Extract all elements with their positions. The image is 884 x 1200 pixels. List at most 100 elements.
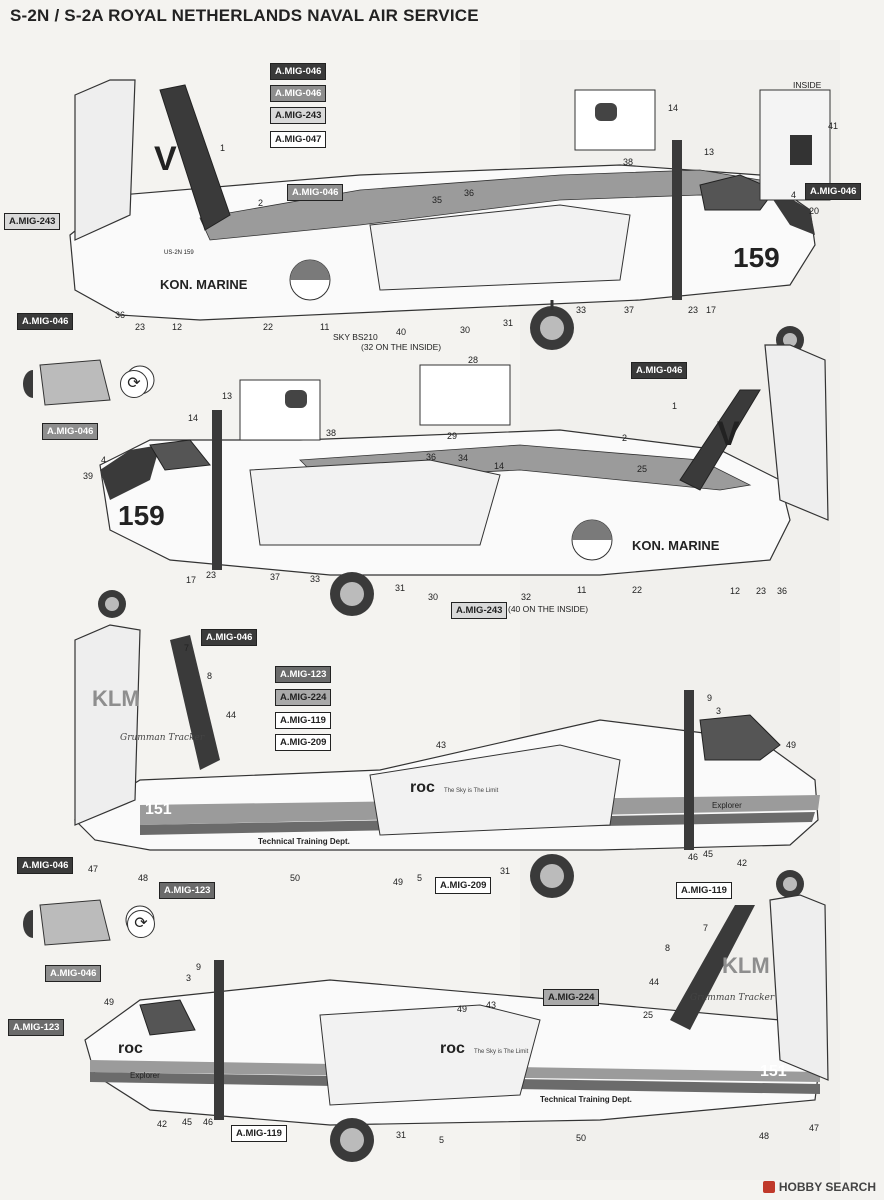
callout: 11: [577, 585, 587, 595]
hobby-search-logo-icon: [762, 1181, 775, 1193]
profile3-roc: roc: [410, 779, 435, 796]
callout: 9: [707, 693, 713, 703]
callout: 11: [320, 322, 330, 332]
callout: 13: [222, 391, 233, 401]
callout: 36: [115, 310, 126, 320]
callout: 22: [632, 585, 643, 595]
profile2-tail-letter: V: [717, 415, 740, 453]
profile4-label-d: A.MIG-123: [8, 1019, 65, 1036]
profile4-label-e: A.MIG-224: [543, 989, 600, 1006]
profile-1: [69, 79, 831, 354]
profile2-label-b: A.MIG-046: [42, 423, 99, 440]
callout: 50: [290, 873, 301, 883]
callout: 29: [447, 431, 458, 441]
profile-3: [74, 624, 820, 898]
callout: 49: [104, 997, 115, 1007]
callout: 47: [88, 864, 99, 874]
profile4-label-b: A.MIG-046: [45, 965, 102, 982]
callout: 14: [188, 413, 199, 423]
profile2-note: (40 ON THE INSIDE): [508, 604, 589, 614]
callout: 40: [396, 327, 407, 337]
callout: 30: [460, 325, 471, 335]
callout: 49: [393, 877, 404, 887]
profile2-fuselage-text: KON. MARINE: [632, 538, 720, 553]
profile1-nose-number: 159: [733, 242, 780, 273]
profile-2: [23, 344, 829, 935]
callout: 36: [426, 452, 437, 462]
callout: 33: [310, 574, 321, 584]
profile4-motto: The Sky is The Limit: [474, 1049, 529, 1055]
callout: 7: [703, 923, 709, 933]
callout: 35: [432, 195, 443, 205]
callout: 5: [439, 1135, 445, 1145]
callout: 14: [668, 103, 679, 113]
rotate-icon-2: ⟳: [127, 910, 155, 938]
callout: 46: [688, 852, 699, 862]
callout: 43: [436, 740, 447, 750]
callout: 37: [270, 572, 281, 582]
callout: 20: [809, 206, 820, 216]
profile4-tail-text: KLM: [722, 953, 770, 978]
callout: 14: [494, 461, 505, 471]
callout: 5: [417, 873, 423, 883]
profile2-label-a: A.MIG-046: [17, 313, 74, 330]
callout: 42: [737, 858, 748, 868]
callout: 31: [395, 583, 406, 593]
profile4-label-f: A.MIG-119: [231, 1125, 287, 1142]
profile1-label-tail: A.MIG-243: [4, 213, 61, 230]
callout: 36: [464, 188, 475, 198]
rotate-icon: ⟳: [120, 370, 148, 398]
legend-mid-3: A.MIG-119: [275, 712, 331, 729]
profile3-label-under: A.MIG-123: [159, 882, 216, 899]
profile3-label-wheel: A.MIG-209: [435, 877, 492, 894]
callout: 23: [206, 570, 217, 580]
callout: 33: [576, 305, 587, 315]
profile4-label-c: A.MIG-119: [676, 882, 732, 899]
legend-mid-2: A.MIG-224: [275, 689, 332, 706]
profile3-script: Grumman Tracker: [120, 733, 205, 743]
legend-mid-4: A.MIG-209: [275, 734, 332, 751]
callout: 7: [184, 643, 190, 653]
callout: 49: [457, 1004, 468, 1014]
profile2-nose-number: 159: [118, 500, 165, 531]
profile4-roc: roc: [118, 1040, 143, 1057]
callout: 31: [503, 318, 514, 328]
callout: 38: [623, 157, 634, 167]
profile4-training: Technical Training Dept.: [540, 1095, 632, 1104]
profile1-inside: INSIDE: [793, 80, 822, 90]
profile3-explorer: Explorer: [712, 801, 742, 810]
profile3-training: Technical Training Dept.: [258, 837, 350, 846]
callout: 50: [576, 1133, 587, 1143]
legend-top-2: A.MIG-046: [270, 85, 327, 102]
profile-4: [23, 894, 829, 1162]
callout: 17: [186, 575, 197, 585]
callout: 43: [486, 1000, 497, 1010]
profile4-explorer: Explorer: [130, 1071, 160, 1080]
callout: 45: [703, 849, 714, 859]
profile4-roc-2: roc: [440, 1040, 465, 1057]
profile4-script: Grumman Tracker: [690, 993, 775, 1003]
callout: 47: [809, 1123, 820, 1133]
callout: 39: [83, 471, 94, 481]
profile1-sky: SKY BS210: [333, 332, 378, 342]
profile2-label-c: A.MIG-046: [631, 362, 688, 379]
callout: 42: [157, 1119, 168, 1129]
callout: 4: [791, 190, 797, 200]
profile3-number: 151: [145, 801, 172, 818]
callout: 32: [521, 592, 532, 602]
callout: 3: [186, 973, 192, 983]
callout: 34: [458, 453, 469, 463]
profile1-fuselage-text: KON. MARINE: [160, 277, 248, 292]
callout: 30: [428, 592, 439, 602]
profile4-label-a: A.MIG-046: [17, 857, 74, 874]
callout: 45: [182, 1117, 193, 1127]
legend-top-4: A.MIG-047: [270, 131, 327, 148]
callout: 17: [706, 305, 717, 315]
callout: 41: [828, 121, 839, 131]
watermark: HOBBY SEARCH: [762, 1180, 876, 1194]
profile3-motto: The Sky is The Limit: [444, 788, 499, 794]
callout: 44: [226, 710, 237, 720]
profile1-sky-note: (32 ON THE INSIDE): [361, 342, 442, 352]
callout: 1: [672, 401, 678, 411]
